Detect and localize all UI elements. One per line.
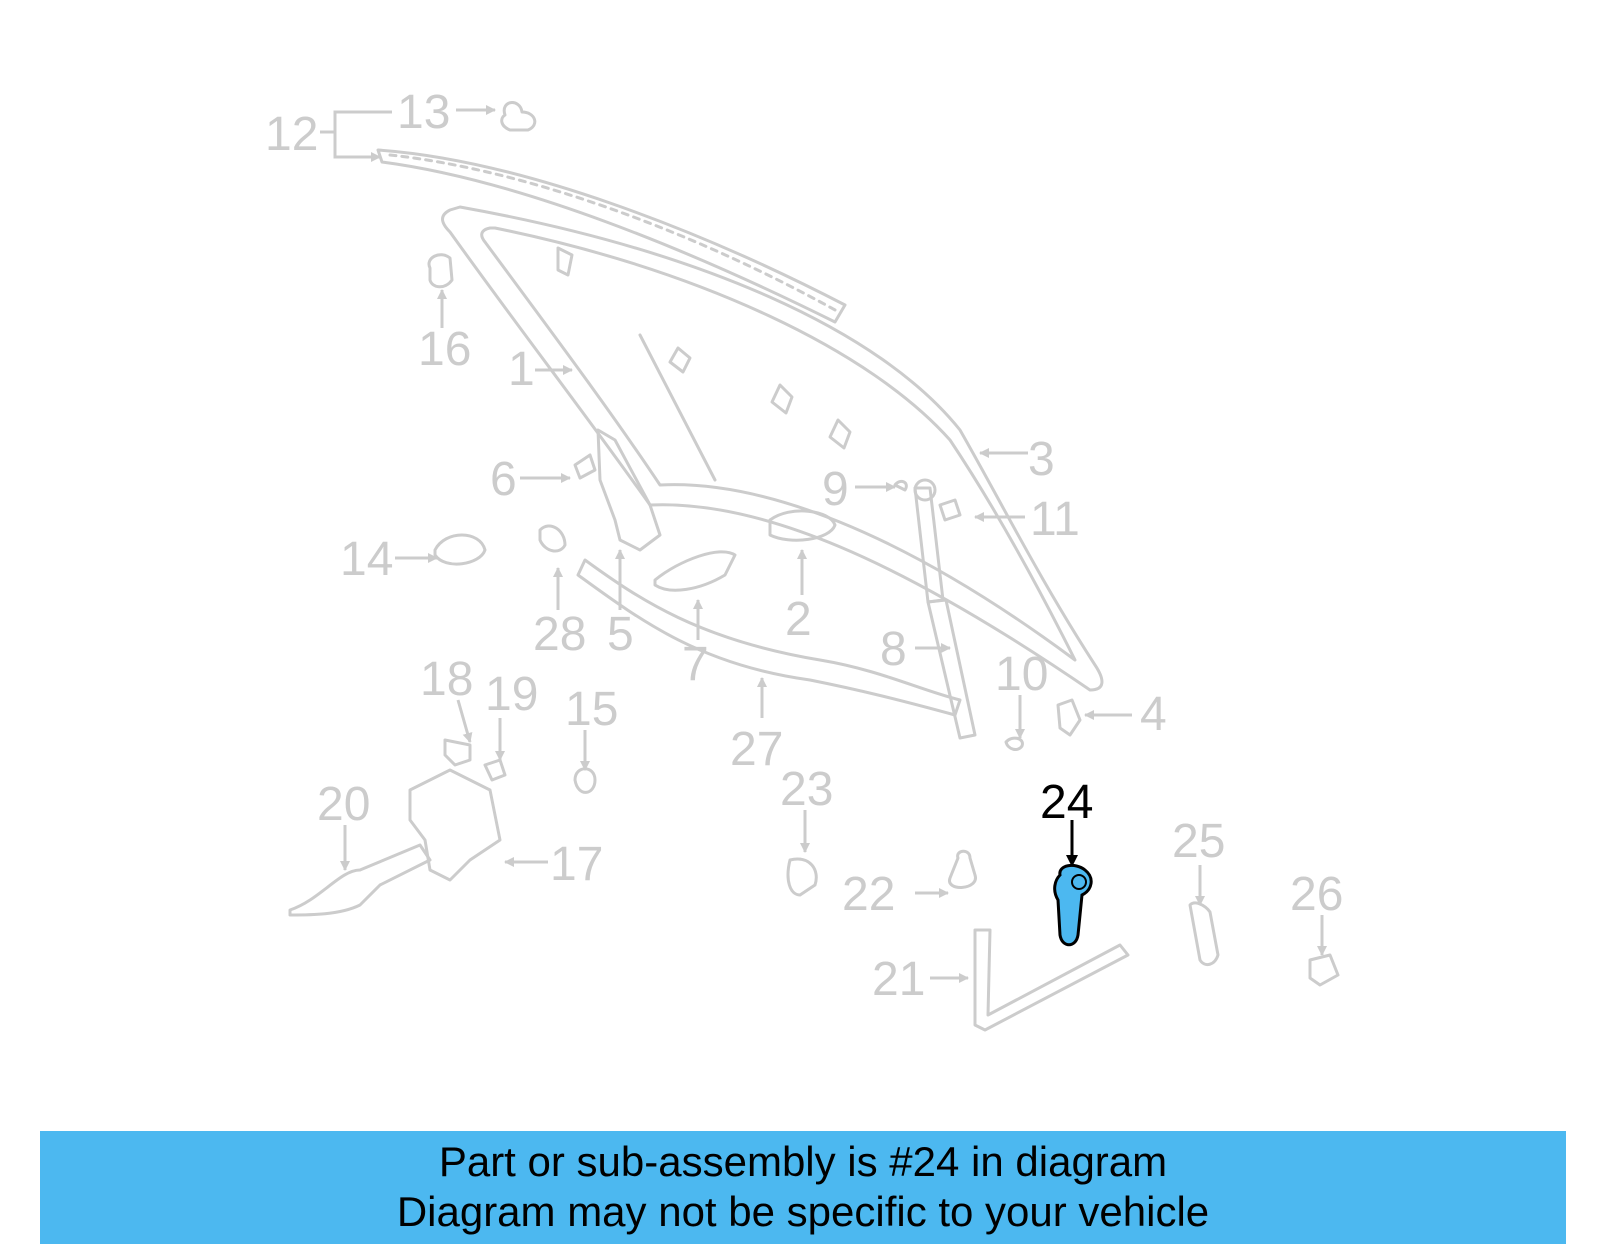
weatherstrip-part xyxy=(376,148,847,324)
parts-diagram: 12 13 16 1 6 14 28 5 7 2 27 8 3 9 11 10 … xyxy=(265,86,1343,1032)
callout-8: 8 xyxy=(880,623,907,676)
clip-13-part xyxy=(500,101,537,132)
callout-9: 9 xyxy=(822,463,849,516)
highlighted-part-24 xyxy=(1053,863,1093,947)
callout-6: 6 xyxy=(490,453,517,506)
callout-5: 5 xyxy=(607,608,634,661)
banner-line-2: Diagram may not be specific to your vehi… xyxy=(396,1188,1210,1235)
callout-1: 1 xyxy=(508,343,535,396)
callout-18: 18 xyxy=(420,653,473,706)
callout-22: 22 xyxy=(842,868,895,921)
handle-2-part xyxy=(768,509,837,542)
callout-4: 4 xyxy=(1140,688,1167,741)
callout-labels: 12 13 16 1 6 14 28 5 7 2 27 8 3 9 11 10 … xyxy=(265,86,1343,1006)
callout-12: 12 xyxy=(265,108,318,161)
hinge-part xyxy=(538,428,662,553)
callout-16: 16 xyxy=(418,323,471,376)
lower-weatherstrip-part xyxy=(576,558,962,717)
callout-27: 27 xyxy=(730,723,783,776)
banner-line-1: Part or sub-assembly is #24 in diagram xyxy=(438,1138,1168,1185)
callout-20: 20 xyxy=(317,778,370,831)
callout-2: 2 xyxy=(785,593,812,646)
callout-11: 11 xyxy=(1030,493,1080,546)
callout-23: 23 xyxy=(780,763,833,816)
strut-8-part xyxy=(913,478,977,740)
callout-19: 19 xyxy=(485,668,538,721)
callout-14: 14 xyxy=(340,533,393,586)
callout-15: 15 xyxy=(565,683,618,736)
leader-lines xyxy=(320,105,1327,983)
callout-7: 7 xyxy=(682,638,709,691)
callout-24: 24 xyxy=(1040,776,1093,829)
callout-3: 3 xyxy=(1028,433,1055,486)
callout-17: 17 xyxy=(550,838,603,891)
liftgate-part xyxy=(441,205,1104,692)
callout-25: 25 xyxy=(1172,815,1225,868)
callout-28: 28 xyxy=(533,608,586,661)
callout-21: 21 xyxy=(872,953,925,1006)
small-parts xyxy=(288,253,1340,1032)
callout-13: 13 xyxy=(397,86,450,139)
callout-10: 10 xyxy=(995,648,1048,701)
info-banner: Part or sub-assembly is #24 in diagram D… xyxy=(40,1131,1566,1244)
callout-26: 26 xyxy=(1290,868,1343,921)
